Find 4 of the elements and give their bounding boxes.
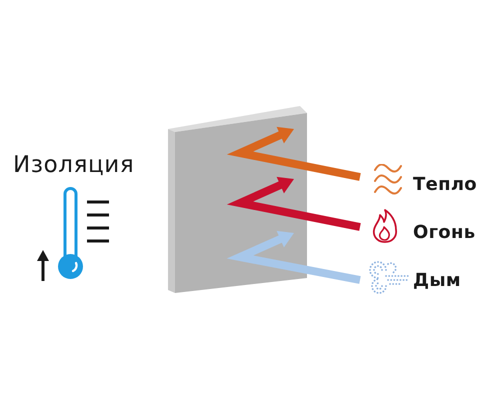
arrow-label: Дым [413, 272, 461, 290]
heading: Изоляция [13, 154, 134, 177]
arrow-label: Тепло [413, 176, 477, 194]
arrow-label: Огонь [413, 224, 476, 242]
